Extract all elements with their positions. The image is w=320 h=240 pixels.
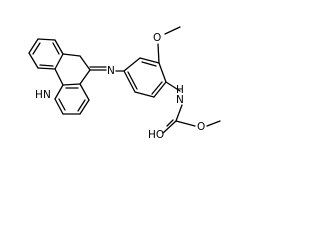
- acridine-central-ring: [54, 53, 91, 86]
- atom-labels: H N N O H N HO O: [35, 32, 205, 141]
- acridine-bottom-ring: [54, 83, 90, 115]
- methoxy-group: [157, 26, 181, 64]
- hydroxy-oxygen-label: HO: [148, 129, 164, 141]
- structure-svg: H N N O H N HO O: [28, 26, 221, 141]
- acridine-nitrogen-label: N: [43, 89, 51, 101]
- acridine-nh-hydrogen-label: H: [35, 89, 43, 101]
- molecule-diagram: H N N O H N HO O: [28, 26, 221, 141]
- aniline-ring: [123, 57, 167, 98]
- imine-nitrogen-label: N: [107, 65, 115, 77]
- methoxy-oxygen-label: O: [153, 32, 161, 44]
- acridine-left-ring: [28, 38, 64, 70]
- ester-oxygen-label: O: [197, 121, 205, 133]
- carbamate-nitrogen-label: N: [176, 94, 184, 106]
- imine-bond: [89, 66, 125, 72]
- carbamate-hydrogen-label: H: [176, 84, 184, 96]
- carbamate-group: [162, 81, 221, 134]
